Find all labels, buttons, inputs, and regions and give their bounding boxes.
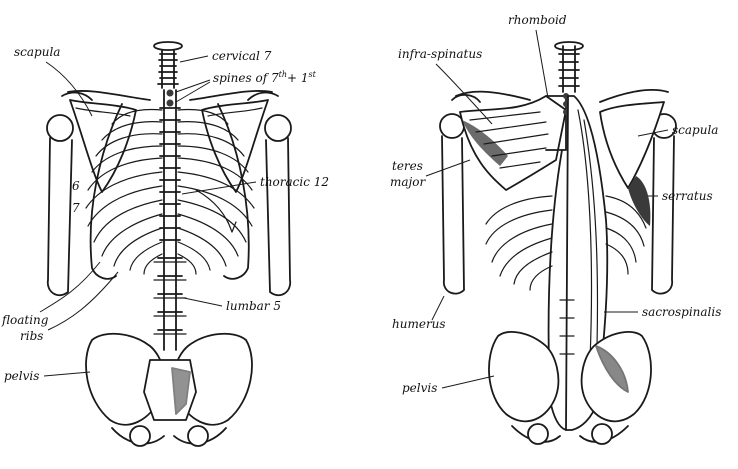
left-pelvis	[85, 332, 253, 447]
left-ribcage-outline	[89, 103, 250, 280]
left-spine-dots	[166, 89, 174, 107]
left-vertebral-column	[153, 89, 187, 351]
right-scapula-b	[599, 101, 665, 189]
label-scapula-right: scapula	[672, 123, 718, 137]
left-labels: scapula cervical 7 spines of 7th+ 1st th…	[1, 45, 329, 383]
label-rib-7: 7	[72, 201, 80, 215]
left-ribs-left	[85, 108, 163, 275]
label-sacrospinalis: sacrospinalis	[642, 305, 721, 319]
label-teres-2: major	[390, 175, 426, 189]
label-thoracic: thoracic 12	[260, 175, 329, 189]
left-cervical-vertebrae	[153, 41, 183, 89]
serratus-muscle	[628, 176, 651, 226]
label-lumbar: lumbar 5	[226, 299, 281, 313]
label-rib-6: 6	[72, 179, 80, 193]
left-ribs-right	[177, 108, 255, 275]
left-skeleton: scapula cervical 7 spines of 7th+ 1st th…	[1, 41, 329, 447]
label-cervical: cervical 7	[212, 49, 272, 63]
sacrospinalis-muscle-left	[547, 149, 567, 431]
left-scapula-a	[69, 99, 137, 193]
label-spines: spines of 7th+ 1st	[213, 70, 317, 85]
label-serratus: serratus	[662, 189, 713, 203]
label-floating-ribs-2: ribs	[20, 329, 43, 343]
right-ribs-left	[485, 195, 553, 291]
label-rhomboid: rhomboid	[508, 13, 567, 27]
left-humeri	[46, 114, 292, 297]
label-infraspinatus: infra-spinatus	[398, 47, 482, 61]
label-pelvis-left: pelvis	[4, 369, 39, 383]
label-pelvis-right: pelvis	[402, 381, 437, 395]
right-shoulder-girdle	[451, 89, 669, 103]
right-cervical-vertebrae	[554, 41, 584, 93]
label-scapula-left: scapula	[14, 45, 60, 59]
right-vertebral-segments	[559, 299, 575, 355]
right-skeleton: rhomboid infra-spinatus teres major scap…	[390, 13, 721, 445]
infraspinatus-muscle	[459, 95, 567, 191]
right-pelvis	[488, 331, 652, 445]
rhomboid-muscle	[545, 95, 567, 151]
label-teres-1: teres	[392, 159, 423, 173]
label-floating-ribs-1: floating	[1, 313, 49, 327]
label-humerus: humerus	[392, 317, 446, 331]
left-arrow	[195, 189, 237, 233]
right-ribs-right	[605, 195, 647, 275]
right-labels: rhomboid infra-spinatus teres major scap…	[390, 13, 721, 395]
